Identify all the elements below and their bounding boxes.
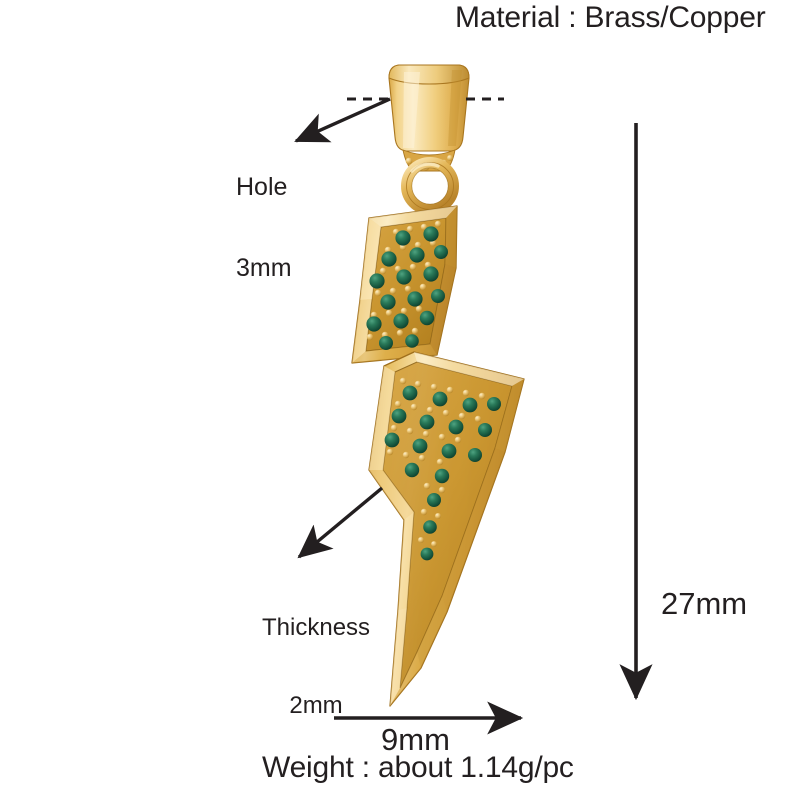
- pave-beads-lower: [386, 377, 486, 608]
- pave-beads-upper: [366, 220, 442, 341]
- bolt-upper-pave: [366, 220, 448, 350]
- thickness-label-line2: 2mm: [289, 691, 343, 719]
- thickness-dimension-annotation: [297, 486, 384, 559]
- bolt-lower-pave: [384, 377, 501, 608]
- hole-label-line2: 3mm: [236, 254, 292, 282]
- material-text: Material : Brass/Copper: [455, 1, 766, 34]
- pendant-bail: [388, 64, 470, 172]
- pendant-illustration: [351, 64, 525, 707]
- bolt-lower-section: [368, 351, 525, 707]
- hole-dimension-annotation: [294, 97, 504, 143]
- hole-label-line1: Hole: [236, 173, 288, 201]
- width-dimension-label: 9mm: [381, 722, 450, 757]
- bolt-upper-section: [351, 205, 458, 364]
- height-dimension-label: 27mm: [661, 586, 748, 621]
- weight-text: Weight : about 1.14g/pc: [262, 751, 574, 784]
- thickness-label: Thickness 2mm: [262, 563, 370, 770]
- thickness-label-line1: Thickness: [262, 613, 371, 641]
- thickness-leader-arrow: [297, 486, 384, 559]
- hole-label: Hole 3mm: [236, 120, 292, 336]
- gemstones-upper: [366, 226, 448, 350]
- gemstones-lower: [384, 385, 501, 608]
- hole-leader-arrow: [294, 97, 391, 143]
